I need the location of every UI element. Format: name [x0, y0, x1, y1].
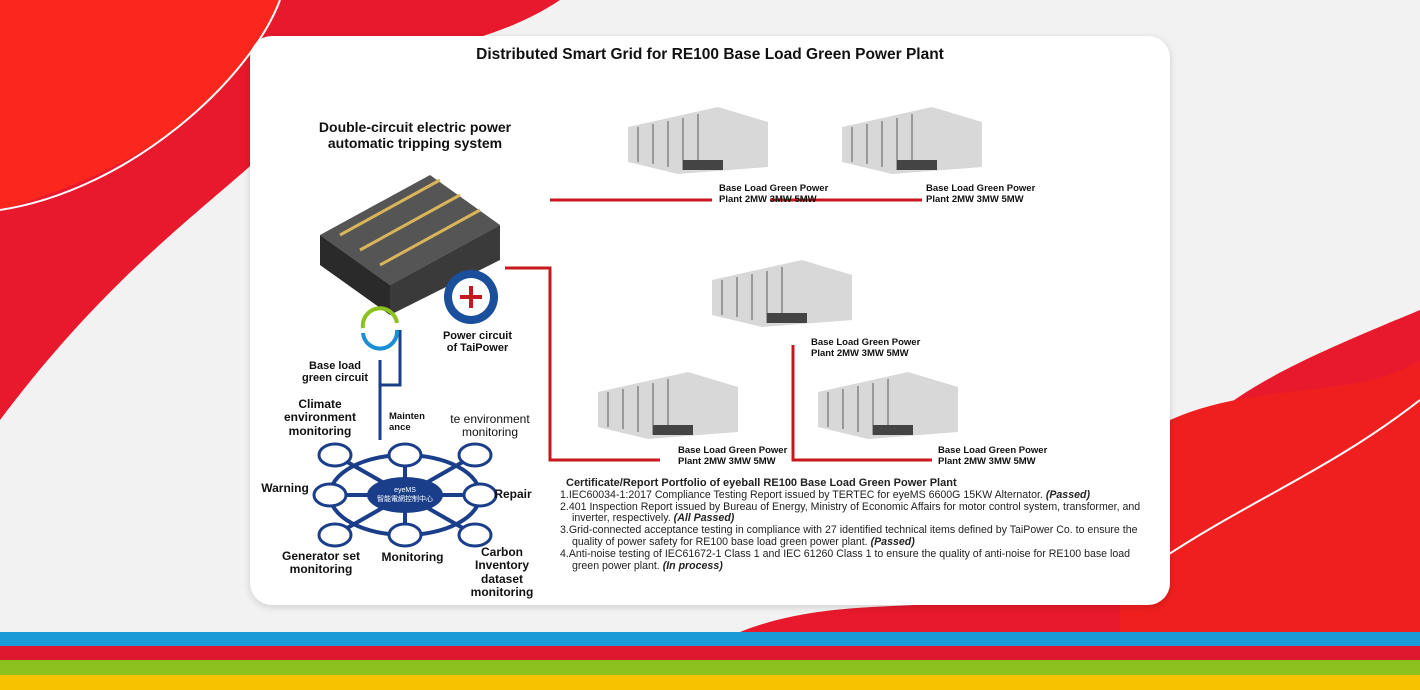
plant-label-5: Base Load Green Power Plant 2MW 3MW 5MW [938, 445, 1048, 467]
stripe-red [0, 646, 1420, 660]
status-text: (All Passed) [673, 512, 735, 525]
plant-label-4: Base Load Green Power Plant 2MW 3MW 5MW [678, 445, 788, 467]
plant-building-2 [842, 107, 982, 174]
diagram-title: Distributed Smart Grid for RE100 Base Lo… [476, 46, 944, 63]
repair-label: Repair [494, 487, 532, 501]
status-text: (Passed) [870, 535, 915, 548]
cycle-arrows-icon [360, 306, 400, 351]
certificate-item: 2.401 Inspection Report issued by Bureau… [560, 500, 1141, 525]
stripe-blue [0, 632, 1420, 646]
plant-building-4 [598, 372, 738, 439]
ems-center-line1: eyeMS [394, 487, 416, 494]
plant-building-3 [712, 260, 852, 327]
maintenance-label: Mainten ance [389, 411, 425, 433]
carbon-inventory-label: Carbon Inventory dataset monitoring [470, 545, 534, 600]
power-circuit-label: Power circuit of TaiPower [442, 330, 513, 355]
certificate-item: 4.Anti-noise testing of IEC61672-1 Class… [560, 547, 1131, 572]
stripe-yellow [0, 675, 1420, 690]
te-environment-label: te environment monitoring [450, 412, 530, 440]
taipower-logo [444, 270, 498, 324]
generator-monitoring-label: Generator set monitoring [281, 549, 361, 577]
certificate-item: 3.Grid-connected acceptance testing in c… [560, 524, 1138, 548]
status-text: (Passed) [1045, 488, 1090, 501]
base-load-circuit-label: Base load green circuit [301, 360, 369, 385]
certificate-heading: Certificate/Report Portfolio of eyeball … [566, 477, 957, 489]
certificate-item: 1.IEC60034-1:2017 Compliance Testing Rep… [560, 488, 1090, 501]
warning-label: Warning [261, 481, 309, 495]
ems-center-line2: 智能電網控制中心 [377, 496, 433, 503]
tripping-rack-image [320, 175, 500, 315]
stripe-green [0, 660, 1420, 675]
plant-building-1 [628, 107, 768, 174]
climate-monitoring-label: Climate environment monitoring [283, 397, 356, 438]
ems-network [312, 442, 498, 548]
plant-label-3: Base Load Green Power Plant 2MW 3MW 5MW [811, 337, 921, 359]
certificate-list: Certificate/Report Portfolio of eyeball … [560, 477, 1160, 572]
monitoring-label: Monitoring [381, 550, 444, 564]
tripping-system-label: Double-circuit electric power automatic … [318, 119, 512, 151]
status-text: (In process) [662, 559, 723, 572]
plant-building-5 [818, 372, 958, 439]
plant-label-2: Base Load Green Power Plant 2MW 3MW 5MW [926, 183, 1036, 205]
plant-label-1: Base Load Green Power Plant 2MW 3MW 5MW [719, 183, 829, 205]
